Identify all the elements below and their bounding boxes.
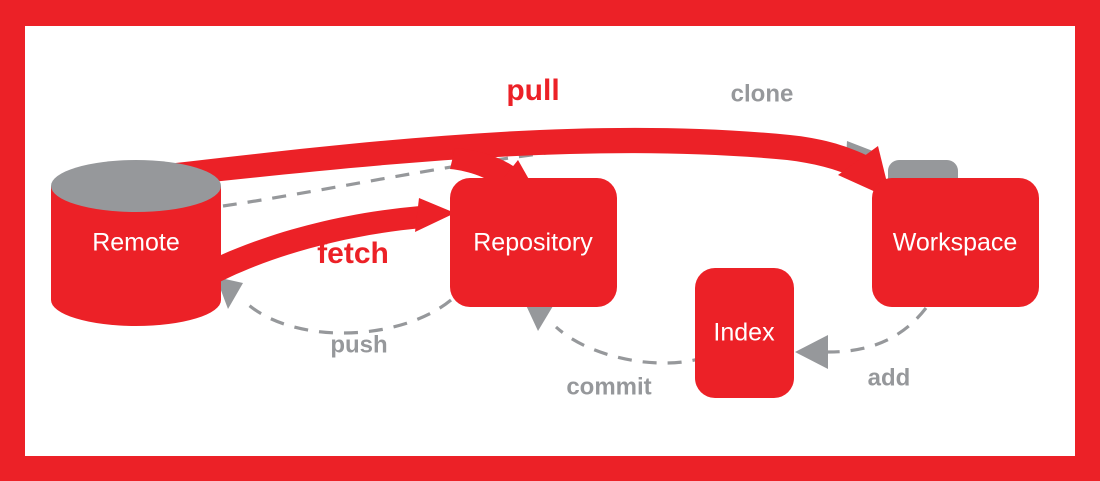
diagram-canvas: Remote Repository Index Workspace pull c… <box>25 26 1075 456</box>
remote-label: Remote <box>92 229 180 257</box>
git-workflow-diagram: Remote Repository Index Workspace pull c… <box>51 74 1039 400</box>
edge-label-pull: pull <box>506 74 559 107</box>
fetch-path <box>190 206 422 288</box>
edge-add <box>795 307 928 369</box>
edge-label-commit: commit <box>566 373 651 400</box>
edge-label-clone: clone <box>731 80 794 107</box>
edge-label-add: add <box>868 364 911 391</box>
add-arrowhead <box>795 335 828 369</box>
node-workspace[interactable]: Workspace <box>872 160 1039 307</box>
workspace-folder-body <box>872 178 1039 307</box>
push-arrowhead <box>216 277 243 309</box>
commit-path <box>554 325 707 365</box>
edge-label-push: push <box>330 331 387 358</box>
workspace-label: Workspace <box>893 229 1018 257</box>
remote-cylinder-top <box>51 160 221 212</box>
edge-fetch <box>190 198 455 288</box>
add-path <box>827 307 928 354</box>
edge-label-fetch: fetch <box>317 237 389 270</box>
repository-box <box>450 178 617 307</box>
node-remote[interactable]: Remote <box>51 160 221 326</box>
repository-label: Repository <box>473 229 593 257</box>
edge-commit <box>525 303 707 365</box>
pull-path <box>112 127 866 192</box>
edge-push <box>216 277 453 335</box>
fetch-arrowhead <box>415 198 455 232</box>
index-label: Index <box>713 319 775 347</box>
node-index[interactable]: Index <box>695 268 794 398</box>
push-path <box>241 298 453 335</box>
commit-arrowhead <box>525 303 553 331</box>
remote-cylinder-body <box>51 186 221 326</box>
node-repository[interactable]: Repository <box>450 178 617 307</box>
index-box <box>695 268 794 398</box>
